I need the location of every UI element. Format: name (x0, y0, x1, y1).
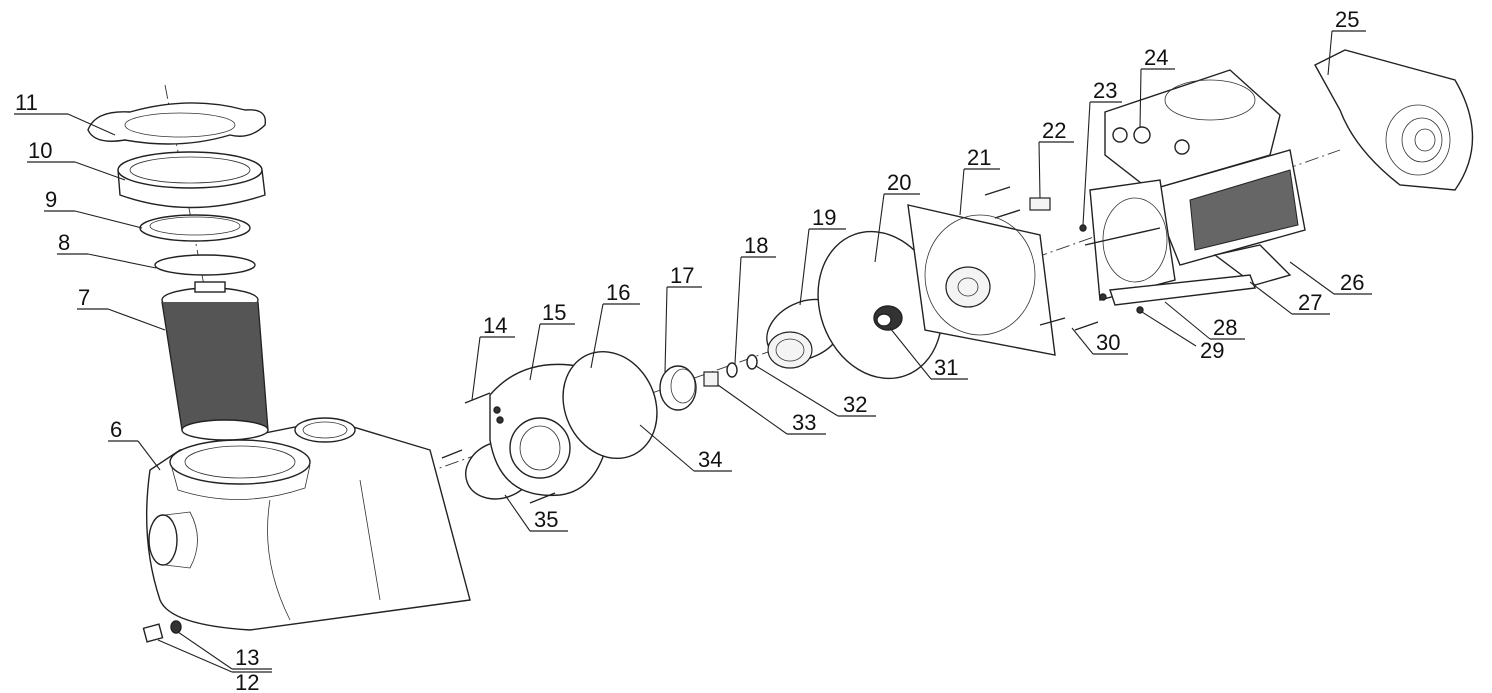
callout-label: 9 (45, 187, 57, 212)
callout-6: 6 (108, 417, 161, 471)
callout-34: 34 (639, 424, 732, 472)
screw (464, 392, 491, 404)
callout-17: 17 (664, 263, 702, 373)
callout-label: 19 (812, 205, 836, 230)
bolts (984, 186, 1099, 331)
fan-cover (1314, 49, 1474, 191)
screw-28 (1099, 293, 1107, 301)
screw-23 (1079, 224, 1087, 232)
callout-28: 28 (1164, 301, 1245, 340)
mechanical-seal (873, 305, 903, 331)
vertical-axis-line (164, 84, 241, 471)
lid-locking-ring (87, 102, 267, 145)
callout-label: 28 (1213, 315, 1237, 340)
pump-body (145, 417, 471, 631)
motor (1084, 69, 1306, 301)
screw (441, 449, 463, 459)
callout-label: 25 (1335, 7, 1359, 32)
callout-label: 12 (235, 670, 259, 693)
callout-27: 27 (1249, 281, 1330, 315)
wear-ring (659, 365, 697, 411)
callout-23: 23 (1082, 78, 1122, 226)
callout-26: 26 (1289, 261, 1372, 295)
motor-base (1109, 244, 1292, 306)
callout-label: 20 (887, 170, 911, 195)
callout-29: 29 (1141, 311, 1224, 363)
callout-14: 14 (471, 313, 515, 401)
callout-25: 25 (1327, 7, 1366, 76)
callout-10: 10 (27, 138, 126, 181)
callout-label: 16 (606, 280, 630, 305)
callout-11: 11 (14, 90, 116, 136)
callout-label: 34 (698, 447, 722, 472)
callout-label: 24 (1144, 45, 1168, 70)
callout-label: 27 (1298, 290, 1322, 315)
callout-label: 7 (78, 285, 90, 310)
callout-label: 35 (534, 507, 558, 532)
callout-label: 14 (483, 313, 507, 338)
callout-16: 16 (590, 280, 640, 369)
callout-label: 29 (1200, 338, 1224, 363)
callout-20: 20 (874, 170, 920, 263)
callout-30: 30 (1071, 327, 1128, 355)
callout-label: 10 (28, 138, 52, 163)
callout-18: 18 (734, 233, 776, 364)
screw-29 (1136, 306, 1144, 314)
callout-label: 18 (744, 233, 768, 258)
callout-9: 9 (44, 187, 143, 229)
callout-label: 15 (542, 300, 566, 325)
callout-15: 15 (529, 300, 575, 381)
small-o-ring (746, 354, 758, 370)
callout-label: 17 (670, 263, 694, 288)
screw (529, 492, 556, 504)
callout-32: 32 (755, 365, 876, 417)
o-ring (154, 254, 256, 276)
callout-8: 8 (57, 230, 157, 269)
seal-plate (907, 204, 1056, 356)
callout-label: 33 (792, 410, 816, 435)
callout-label: 6 (110, 417, 122, 442)
callout-22: 22 (1038, 118, 1074, 199)
lid-seal-ring (139, 214, 251, 242)
drain-plug (142, 620, 182, 643)
callout-label: 11 (15, 90, 38, 115)
impeller-nut (703, 371, 719, 387)
callout-label: 26 (1340, 270, 1364, 295)
callout-label: 31 (934, 355, 958, 380)
callout-35: 35 (504, 494, 568, 532)
callout-13: 13 (177, 631, 272, 670)
callout-24: 24 (1139, 45, 1175, 129)
diffuser-gasket (562, 350, 658, 460)
callout-label: 13 (235, 645, 259, 670)
callout-21: 21 (959, 145, 1000, 216)
callout-31: 31 (889, 327, 968, 380)
callout-33: 33 (717, 384, 826, 435)
strainer-lid (117, 151, 266, 209)
callout-label: 23 (1093, 78, 1117, 103)
callout-label: 22 (1042, 118, 1066, 143)
callout-label: 32 (843, 392, 867, 417)
callout-label: 30 (1096, 330, 1120, 355)
callout-12: 12 (157, 639, 272, 693)
washer (726, 362, 738, 378)
callout-label: 21 (967, 145, 991, 170)
strainer-basket (161, 281, 269, 441)
callout-label: 8 (58, 230, 70, 255)
callout-7: 7 (77, 285, 166, 331)
callout-19: 19 (799, 205, 846, 306)
